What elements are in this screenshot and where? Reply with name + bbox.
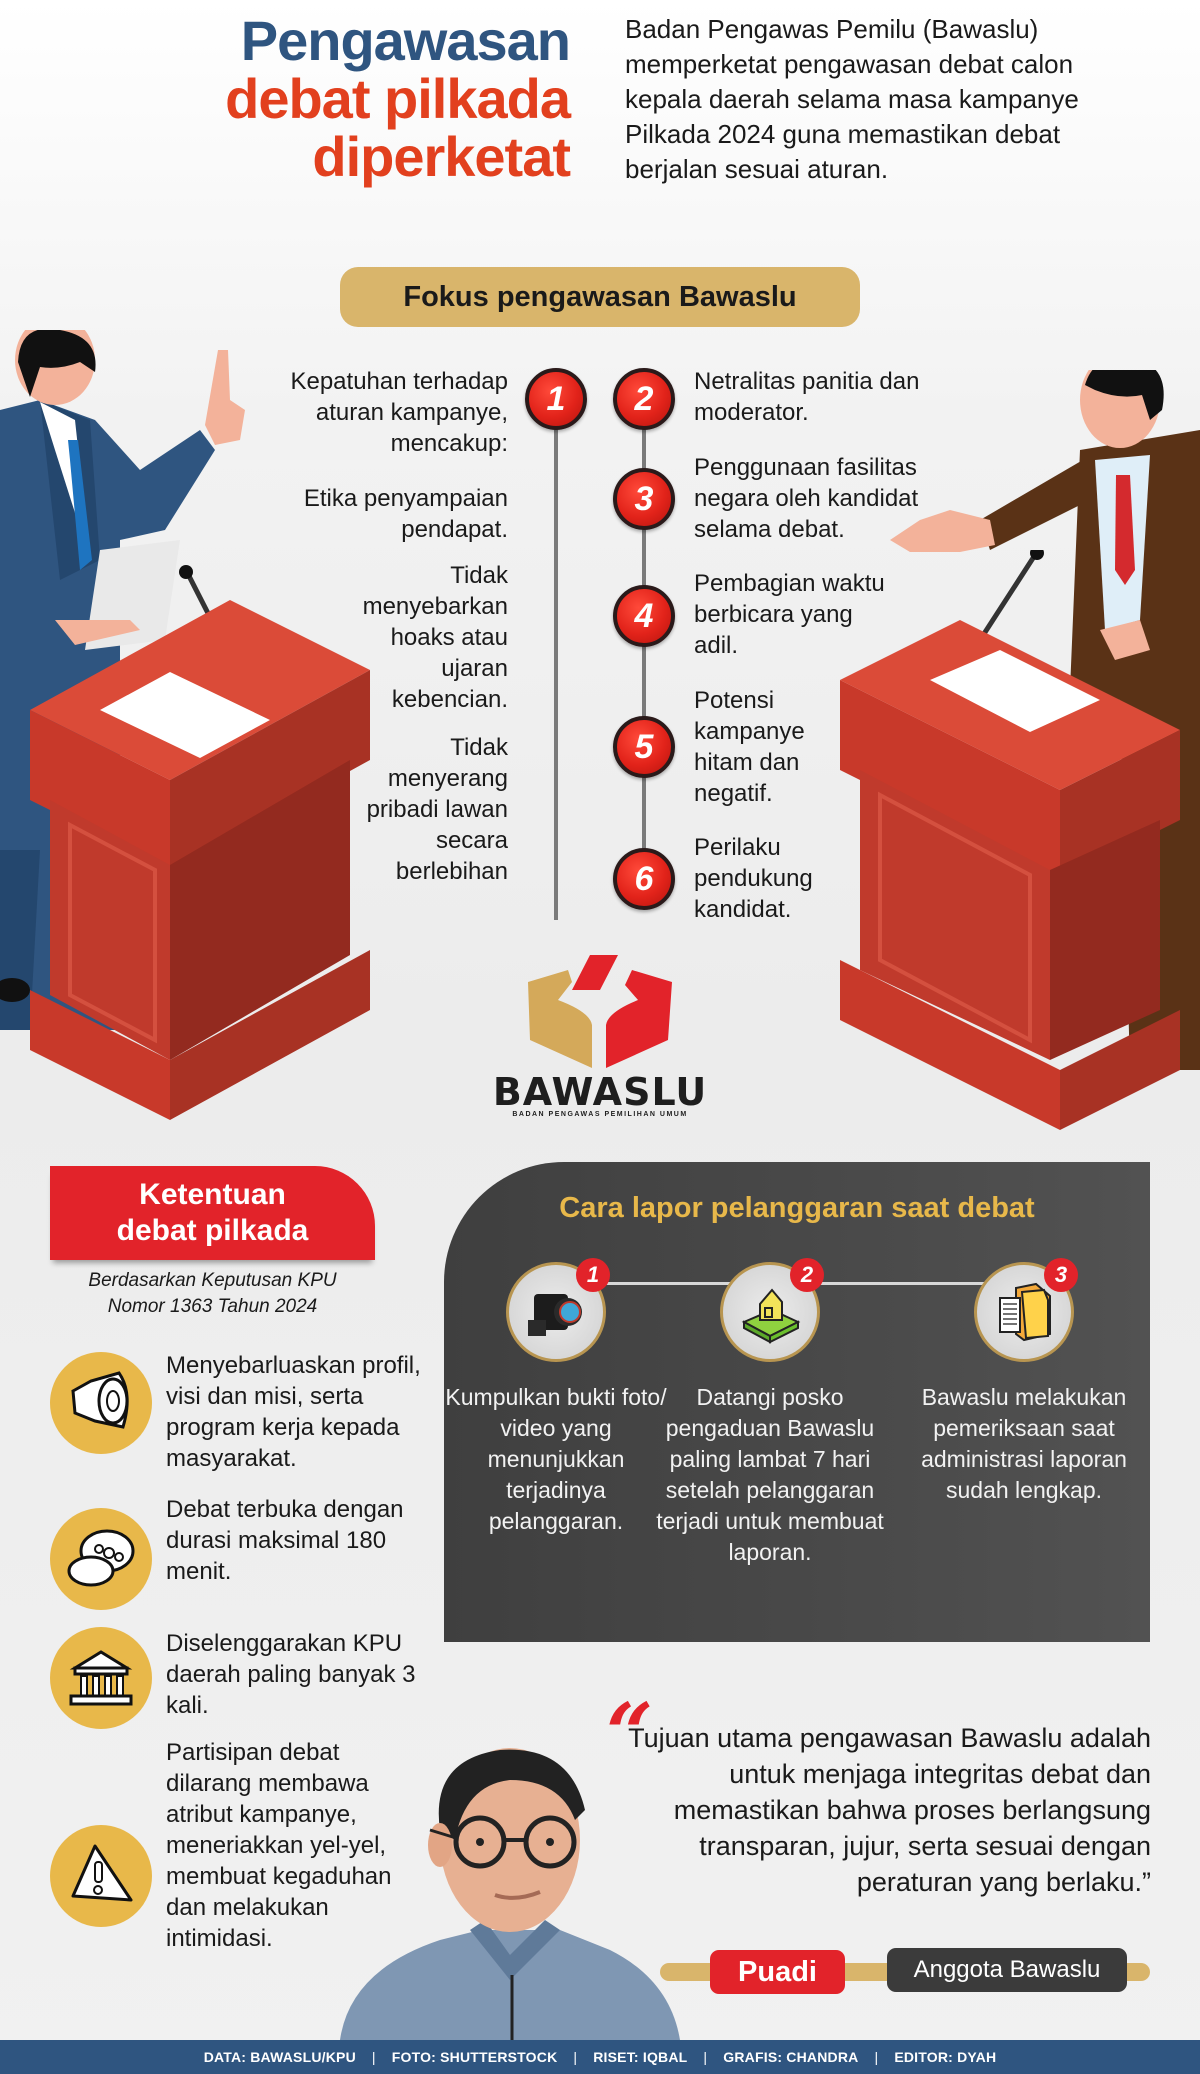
fokus-item-4-text: Pembagian waktu berbicara yang adil. [694, 570, 885, 659]
credit-editor: EDITOR: DYAH [894, 2049, 997, 2065]
header-description: Badan Pengawas Pemilu (Bawaslu) memperke… [625, 14, 1079, 184]
number-badge-1: 1 [525, 368, 587, 430]
page-title: Pengawasan debat pilkada diperketat [150, 9, 571, 188]
fokus-subitem-menyerang: Tidak menyerang pribadi lawan secara ber… [366, 734, 508, 885]
title-line-1: Pengawasan [240, 9, 571, 72]
bawaslu-logo: BAWASLU BADAN PENGAWAS PEMILIHAN UMUM [490, 940, 710, 1120]
number-badge-5: 5 [613, 716, 675, 778]
government-building-icon [50, 1627, 152, 1729]
source-line-2: Nomor 1363 Tahun 2024 [107, 1296, 318, 1317]
speaker-role-tag: Anggota Bawaslu [887, 1948, 1127, 1992]
speaker-name-tag: Puadi [710, 1950, 845, 1994]
camera-icon [506, 1262, 606, 1362]
number-badge-2: 2 [613, 368, 675, 430]
fokus-item-3-text: Penggunaan fasilitas negara oleh kandida… [694, 454, 919, 543]
title-line-3: diperketat [312, 125, 571, 188]
lapor-step-2-text: Datangi posko pengaduan Bawaslu paling l… [656, 1384, 884, 1565]
source-line-1: Berdasarkan Keputusan KPU [88, 1270, 337, 1291]
lapor-step-3-text: Bawaslu melakukan pemeriksaan saat admin… [921, 1384, 1127, 1503]
fokus-item-5-text: Potensi kampanye hitam dan negatif. [694, 687, 805, 807]
lapor-panel: Cara lapor pelanggaran saat debat 1 Kump… [444, 1162, 1150, 1642]
ketentuan-item-1: Menyebarluaskan profil, visi dan misi, s… [50, 1352, 430, 1472]
ketentuan-item-3-text: Diselenggarakan KPU daerah paling banyak… [166, 1630, 416, 1719]
ketentuan-title-line-2: debat pilkada [116, 1214, 309, 1247]
lapor-step-1-badge: 1 [576, 1258, 610, 1292]
ketentuan-title-line-1: Ketentuan [139, 1178, 286, 1211]
number-badge-3: 3 [613, 468, 675, 530]
credit-foto: FOTO: SHUTTERSTOCK [391, 2049, 558, 2065]
credits-footer: DATA: BAWASLU/KPU | FOTO: SHUTTERSTOCK |… [0, 2040, 1200, 2074]
speaker-portrait-illustration [340, 1748, 680, 2040]
credit-data: DATA: BAWASLU/KPU [203, 2049, 356, 2065]
ketentuan-source: Berdasarkan Keputusan KPU Nomor 1363 Tah… [50, 1268, 375, 1320]
ketentuan-item-4-text: Partisipan debat dilarang membawa atribu… [166, 1739, 392, 1952]
ketentuan-item-4: Partisipan debat dilarang membawa atribu… [50, 1739, 430, 1952]
credit-separator: | [573, 2049, 578, 2065]
credit-separator: | [371, 2049, 376, 2065]
fokus-section-title: Fokus pengawasan Bawaslu [340, 267, 860, 327]
quote-mark-icon: “ [606, 1686, 654, 1782]
ketentuan-item-1-text: Menyebarluaskan profil, visi dan misi, s… [166, 1352, 421, 1472]
fokus-item-1-text: Kepatuhan terhadap aturan kampanye, menc… [290, 368, 508, 457]
right-podium-illustration [840, 550, 1180, 1130]
lapor-title: Cara lapor pelanggaran saat debat [559, 1192, 1035, 1224]
lapor-step-3-badge: 3 [1044, 1258, 1078, 1292]
left-podium-illustration [30, 565, 370, 1120]
logo-wordmark: BAWASLU [492, 1070, 708, 1114]
credit-riset: RISET: IQBAL [593, 2049, 688, 2065]
lapor-step-1-text: Kumpulkan bukti foto/ video yang menunju… [445, 1384, 667, 1534]
credit-separator: | [703, 2049, 708, 2065]
number-badge-6: 6 [613, 848, 675, 910]
megaphone-icon [50, 1352, 152, 1454]
logo-subtitle: BADAN PENGAWAS PEMILIHAN UMUM [512, 1111, 688, 1118]
quote-text: Tujuan utama pengawasan Bawaslu adalah u… [628, 1723, 1151, 1897]
fokus-item-6-text: Perilaku pendukung kandidat. [694, 834, 813, 923]
number-badge-4: 4 [613, 585, 675, 647]
credit-separator: | [874, 2049, 879, 2065]
ketentuan-item-3: Diselenggarakan KPU daerah paling banyak… [50, 1627, 430, 1729]
fokus-subitem-hoaks: Tidak menyebarkan hoaks atau ujaran kebe… [362, 562, 508, 713]
fokus-subitem-etika: Etika penyampaian pendapat. [303, 485, 508, 543]
timeline-connector-left [554, 420, 558, 920]
chat-bubbles-icon [50, 1508, 152, 1610]
ketentuan-item-2-text: Debat terbuka dengan durasi maksimal 180… [166, 1496, 404, 1585]
credit-grafis: GRAFIS: CHANDRA [723, 2049, 859, 2065]
title-line-2: debat pilkada [225, 67, 571, 130]
warning-icon [50, 1825, 152, 1927]
timeline-connector-right [642, 420, 646, 880]
ballot-box-logo-icon [528, 955, 672, 1068]
lapor-step-2-badge: 2 [790, 1258, 824, 1292]
fokus-item-2-text: Netralitas panitia dan moderator. [694, 368, 920, 426]
ketentuan-banner: Ketentuan debat pilkada [50, 1166, 375, 1260]
ketentuan-item-2: Debat terbuka dengan durasi maksimal 180… [50, 1496, 430, 1610]
